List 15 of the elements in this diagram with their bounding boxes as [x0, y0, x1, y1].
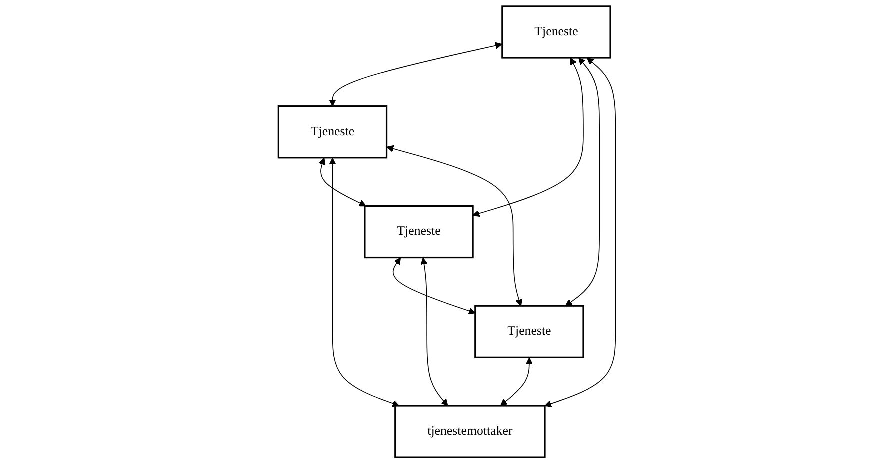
arrow	[566, 58, 600, 306]
node-box: Tjeneste	[502, 6, 612, 59]
arrow	[421, 258, 449, 406]
arrow	[329, 42, 503, 107]
arrow	[544, 58, 616, 408]
arrow	[329, 158, 400, 408]
node-box: Tjeneste	[278, 106, 388, 159]
arrow	[500, 358, 534, 406]
node-box: Tjeneste	[364, 205, 474, 259]
arrow	[473, 58, 584, 218]
arrow	[393, 258, 476, 315]
arrow	[387, 145, 523, 306]
node-box: Tjeneste	[474, 305, 585, 358]
arrow	[319, 158, 367, 207]
node-box: tjenestemottaker	[394, 405, 546, 458]
